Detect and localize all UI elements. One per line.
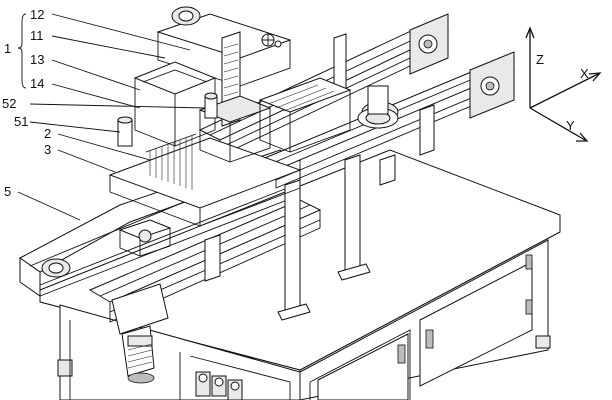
callout-leaders — [17, 13, 206, 221]
callout-11: 11 — [30, 28, 44, 43]
callout-52: 52 — [2, 96, 16, 111]
axis-x-label: X — [580, 66, 589, 81]
callout-51: 51 — [14, 114, 28, 129]
support-columns — [204, 33, 435, 321]
callout-5: 5 — [4, 184, 11, 199]
axis-y-label: Y — [566, 118, 575, 133]
main-mechanism — [108, 6, 399, 257]
callout-13: 13 — [30, 52, 44, 67]
axis-z-label: Z — [536, 52, 544, 67]
callout-1: 1 — [4, 41, 11, 56]
callout-14: 14 — [30, 76, 44, 91]
drive-motor — [111, 283, 169, 384]
callout-2: 2 — [44, 126, 51, 141]
callout-3: 3 — [44, 142, 51, 157]
callout-12: 12 — [30, 7, 44, 22]
coordinate-axes — [525, 26, 602, 142]
